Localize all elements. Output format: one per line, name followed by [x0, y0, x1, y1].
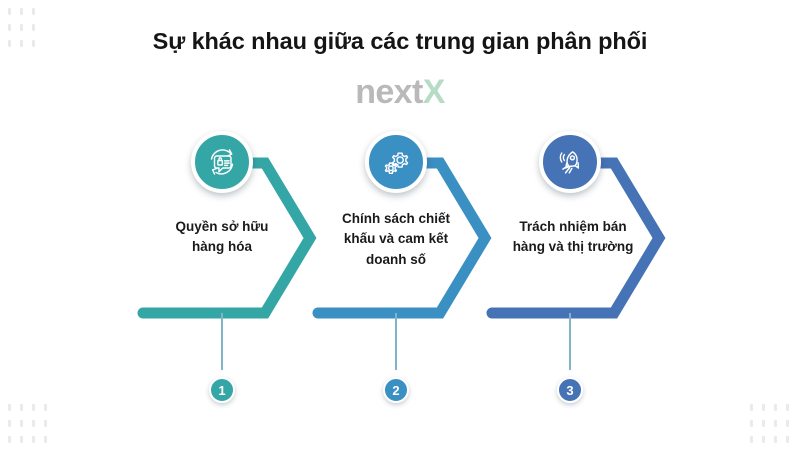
chat-document-icon: [204, 144, 240, 180]
step-1-number-badge[interactable]: 1: [209, 377, 235, 403]
step-3-number-badge[interactable]: 3: [557, 377, 583, 403]
step-2-icon-circle[interactable]: [365, 131, 427, 193]
step-2-label-line-3: doanh số: [366, 251, 426, 267]
step-3-label-line-2: hàng và thị trường: [512, 239, 634, 255]
step-1-label: Quyền sở hữu hàng hóa: [132, 217, 312, 258]
step-1-label-line-1: Quyền sở hữu: [175, 219, 269, 234]
step-1-icon-circle[interactable]: [191, 131, 253, 193]
nextx-watermark-logo: nextX: [0, 75, 800, 109]
rocket-icon: [552, 144, 588, 180]
watermark-text-x: X: [422, 73, 446, 111]
step-2-label: Chính sách chiết khấu và cam kết doanh s…: [310, 209, 482, 270]
step-2-connector-stem: [395, 313, 397, 370]
step-3-label-line-1: Trách nhiệm bán: [519, 219, 627, 234]
step-1-label-line-2: hàng hóa: [192, 239, 252, 255]
step-3-connector-stem: [569, 313, 571, 370]
watermark-text-next: next: [355, 73, 423, 111]
gears-icon: [378, 144, 414, 180]
step-3-label: Trách nhiệm bán hàng và thị trường: [484, 217, 662, 258]
step-2-label-line-1: Chính sách chiết: [341, 211, 451, 226]
step-2-label-line-2: khấu và cam kết: [343, 231, 449, 247]
page-title: Sự khác nhau giữa các trung gian phân ph…: [152, 28, 648, 54]
step-3-icon-circle[interactable]: [539, 131, 601, 193]
step-2-number-badge[interactable]: 2: [383, 377, 409, 403]
step-1-connector-stem: [221, 313, 223, 370]
